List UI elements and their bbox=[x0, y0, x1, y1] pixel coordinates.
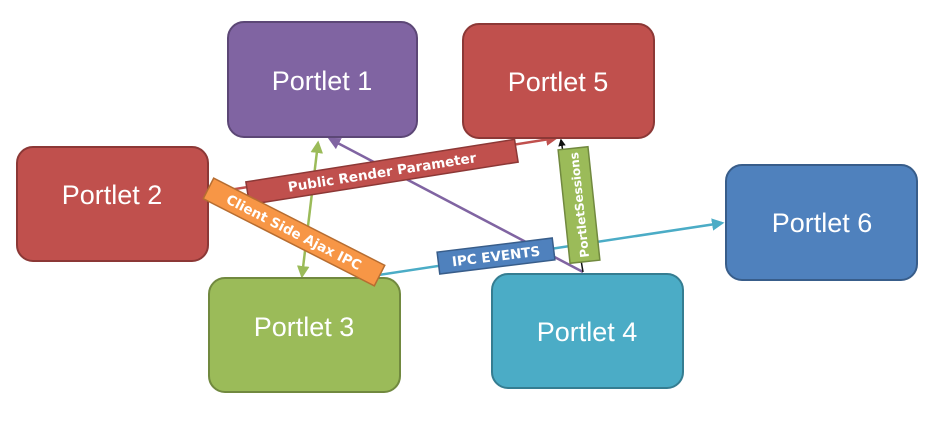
node-portlet5: Portlet 5 bbox=[462, 23, 655, 139]
tag-ipc-events: IPC EVENTS bbox=[436, 237, 556, 275]
portlet-sessions-box bbox=[557, 145, 601, 265]
ipc-events-box bbox=[436, 237, 556, 275]
public-render-parameter-box bbox=[245, 138, 519, 206]
portlet5-box bbox=[462, 23, 655, 139]
portlet3-label: Portlet 3 bbox=[254, 312, 355, 342]
portlet1-box bbox=[227, 21, 418, 138]
tag-portlet-sessions: PortletSessions bbox=[557, 145, 601, 265]
portlet6-label: Portlet 6 bbox=[772, 208, 873, 238]
node-portlet3: Portlet 3 bbox=[208, 277, 401, 393]
portlet3-box bbox=[208, 277, 401, 393]
node-portlet6: Portlet 6 bbox=[725, 164, 918, 281]
node-portlet1: Portlet 1 bbox=[227, 21, 418, 138]
edge-portlet1-portlet3 bbox=[296, 140, 324, 279]
portlet2-label: Portlet 2 bbox=[62, 180, 163, 210]
portlet4-box bbox=[491, 273, 684, 389]
node-portlet2: Portlet 2 bbox=[16, 146, 209, 262]
client-side-ajax-ipc-label: Client Side Ajax IPC bbox=[223, 192, 363, 274]
tag-public-render-parameter: Public Render Parameter bbox=[245, 138, 519, 206]
node-portlet4: Portlet 4 bbox=[491, 273, 684, 389]
client-side-ajax-ipc-box bbox=[202, 177, 386, 287]
portlet6-box bbox=[725, 164, 918, 281]
portlet2-box bbox=[16, 146, 209, 262]
portlet4-label: Portlet 4 bbox=[537, 317, 638, 347]
portlet5-label: Portlet 5 bbox=[508, 67, 609, 97]
portlet1-label: Portlet 1 bbox=[272, 66, 373, 96]
